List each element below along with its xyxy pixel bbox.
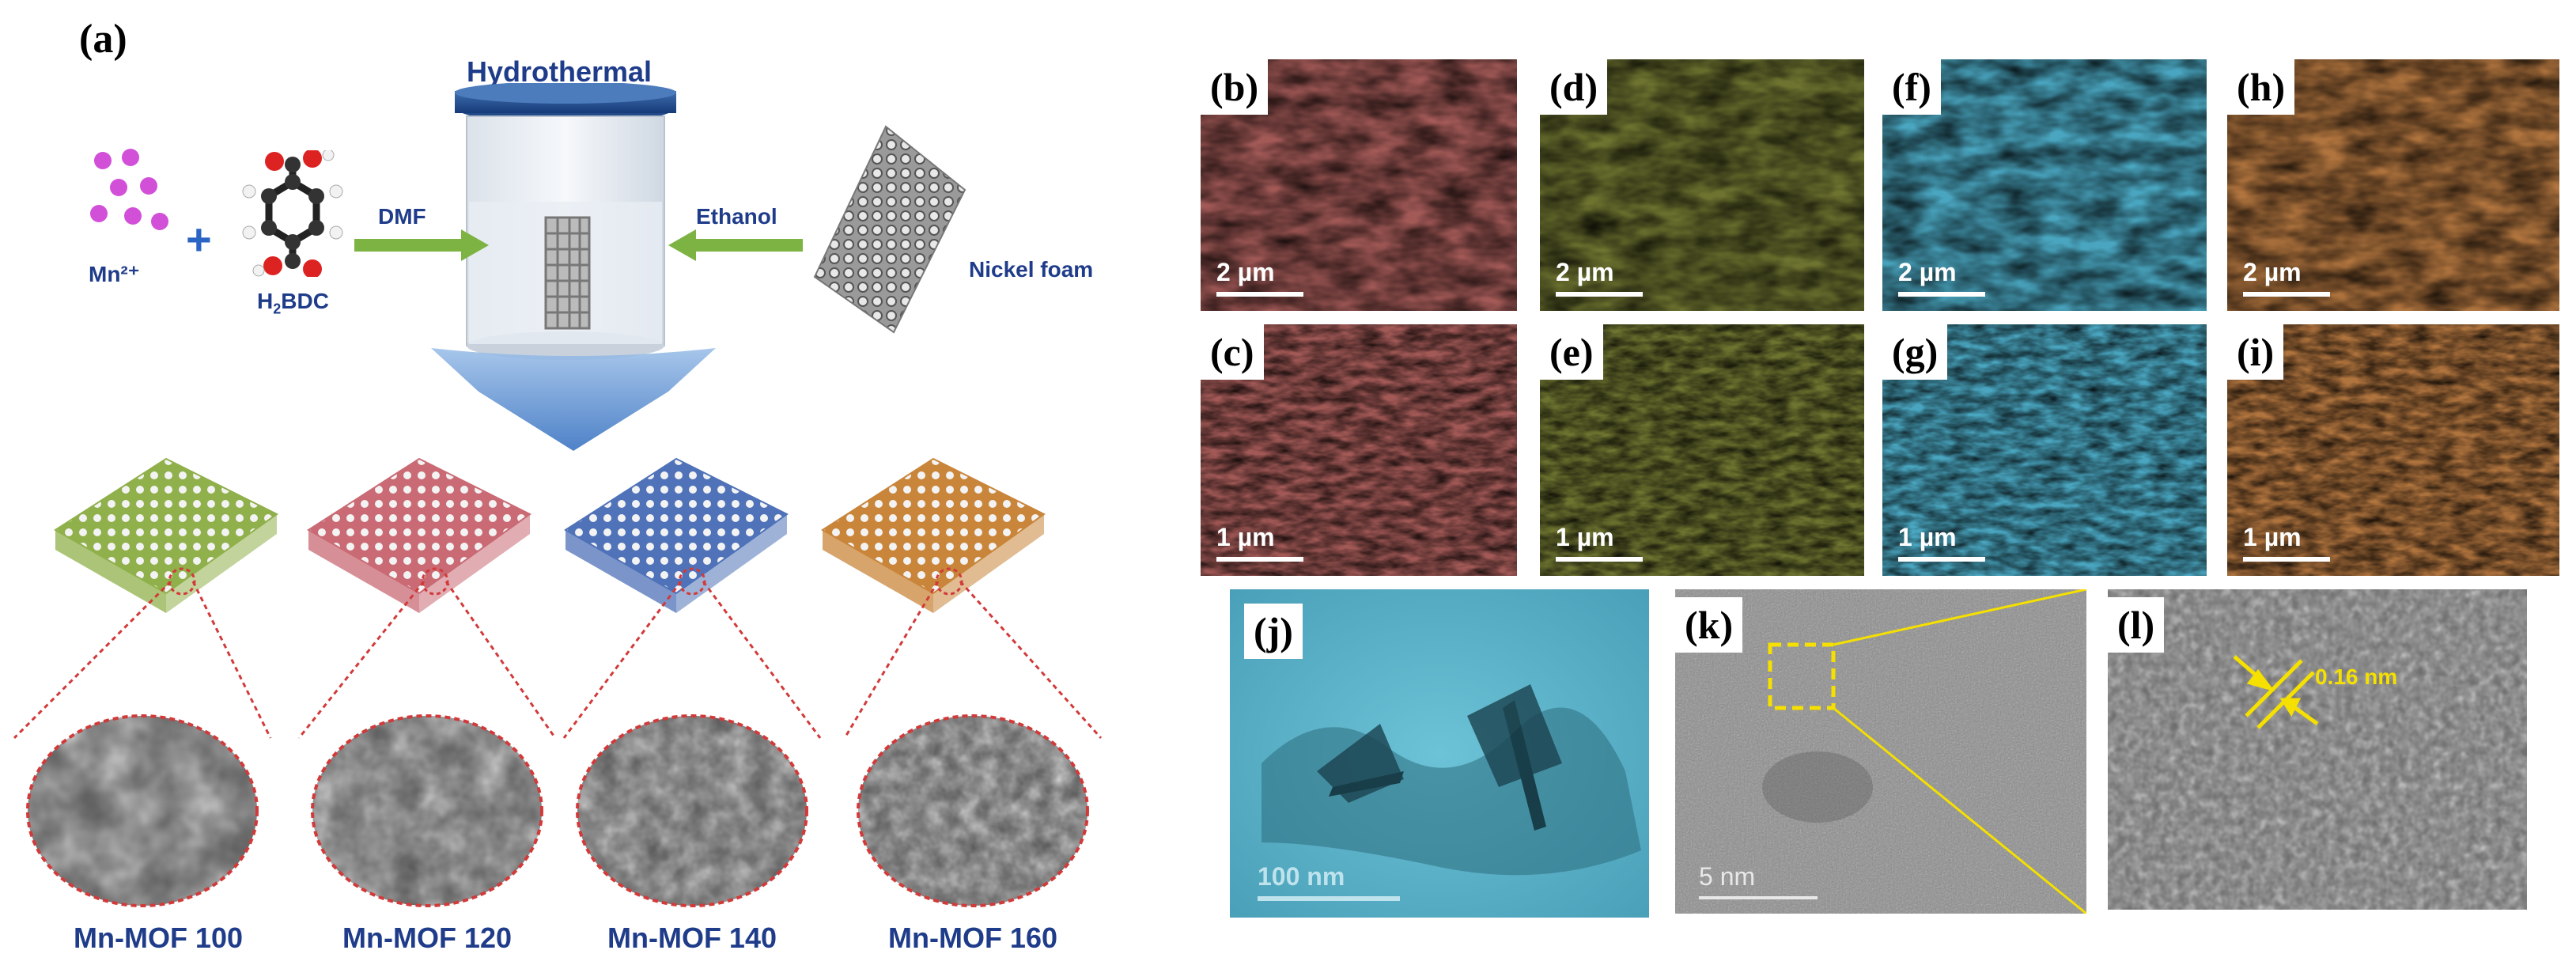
plus-sign: + <box>186 214 212 264</box>
sem-scale: 2 µm <box>2243 258 2330 297</box>
sem-scale-text: 2 µm <box>1898 258 1957 286</box>
h2bdc-subscript: 2 <box>273 301 282 317</box>
product-caption: Mn-MOF 100 <box>73 922 243 954</box>
product-sem-inset <box>311 714 543 907</box>
zoom-guide-lines <box>13 581 272 740</box>
sem-image <box>1540 59 1864 311</box>
sem-scale-text: 2 µm <box>2243 258 2302 286</box>
sem-panel-label: (h) <box>2227 59 2295 115</box>
ethanol-arrow-icon <box>668 229 803 261</box>
process-down-arrow-icon <box>431 348 716 451</box>
sem-scale-text: 1 µm <box>2243 523 2302 551</box>
sem-panel: (h) 2 µm <box>2227 59 2559 311</box>
lattice-spacing-label: 0.16 nm <box>2315 664 2398 689</box>
tem-l-label: (l) <box>2108 597 2165 653</box>
tem-j-scale-bar <box>1258 896 1400 901</box>
sem-scale-text: 1 µm <box>1216 523 1275 551</box>
sem-panel-label: (c) <box>1201 324 1264 380</box>
product-caption: Mn-MOF 140 <box>607 922 777 954</box>
sem-panel: (d) 2 µm <box>1540 59 1864 311</box>
tem-j-scale-text: 100 nm <box>1258 862 1345 891</box>
sem-scale-bar <box>1556 557 1643 562</box>
mn-ion-label: Mn²⁺ <box>89 262 140 286</box>
product-sem-inset <box>26 714 259 907</box>
sem-panel: (f) 2 µm <box>1882 59 2207 311</box>
sem-scale-text: 2 µm <box>1216 258 1275 286</box>
dmf-label: DMF <box>378 204 426 229</box>
sem-scale-text: 2 µm <box>1556 258 1614 286</box>
sem-panel: (b) 2 µm <box>1201 59 1517 311</box>
tem-panel-l: (l) 0.16 nm <box>2108 589 2527 910</box>
sem-panel: (i) 1 µm <box>2227 324 2559 576</box>
zoom-guide-lines <box>297 581 557 739</box>
product-caption: Mn-MOF 160 <box>887 922 1057 954</box>
sem-scale: 2 µm <box>1556 258 1643 297</box>
sem-scale: 2 µm <box>1216 258 1303 297</box>
product-foam-icon <box>564 457 789 613</box>
product-foam-icon <box>821 457 1046 613</box>
zoom-guide-lines <box>562 581 822 739</box>
nickel-foam-icon <box>813 125 966 334</box>
sem-image <box>1540 324 1864 576</box>
sem-scale: 1 µm <box>1556 523 1643 562</box>
sem-scale-bar <box>2243 292 2330 297</box>
sem-panel: (g) 1 µm <box>1882 324 2207 576</box>
tem-k-label: (k) <box>1675 597 1743 653</box>
dmf-arrow-icon <box>354 229 489 261</box>
sem-scale: 1 µm <box>1898 523 1985 562</box>
sem-scale: 1 µm <box>2243 523 2330 562</box>
h2bdc-molecule-icon <box>242 150 343 277</box>
sem-scale-bar <box>2243 557 2330 562</box>
tem-k-scale: 5 nm <box>1699 862 1818 899</box>
sem-panel-label: (f) <box>1882 59 1941 115</box>
tem-j-label: (j) <box>1244 604 1303 659</box>
mn-ion-cluster <box>90 149 168 230</box>
tem-k-image <box>1675 589 2086 914</box>
panel-a-label: (a) <box>79 17 127 62</box>
sem-scale-bar <box>1898 292 1985 297</box>
reactor-vessel <box>455 83 676 360</box>
sem-panel-label: (b) <box>1201 59 1269 115</box>
product-caption: Mn-MOF 120 <box>342 922 512 954</box>
sem-panel: (c) 1 µm <box>1201 324 1517 576</box>
tem-l-image <box>2108 589 2527 910</box>
tem-k-scale-text: 5 nm <box>1699 862 1756 891</box>
sem-scale-text: 1 µm <box>1898 523 1957 551</box>
tem-panel-j: (j) 100 nm <box>1230 589 1649 918</box>
panel-a: (a) Hydrothermal Mn² <box>0 0 1123 969</box>
sem-panel-label: (e) <box>1540 324 1603 380</box>
sem-panel-label: (i) <box>2227 324 2284 380</box>
h2bdc-prefix: H <box>257 289 274 313</box>
zoom-guide-lines <box>843 581 1103 740</box>
sem-scale-bar <box>1216 557 1303 562</box>
nickel-foam-label: Nickel foam <box>969 257 1094 282</box>
product-foam-icon <box>54 457 278 613</box>
sem-scale-text: 1 µm <box>1556 523 1614 551</box>
h2bdc-suffix: BDC <box>281 289 329 313</box>
sem-scale-bar <box>1556 292 1643 297</box>
tem-j-scale: 100 nm <box>1258 862 1400 901</box>
h2bdc-label: H2BDC <box>257 289 329 318</box>
sem-image <box>2227 59 2559 311</box>
product-sem-inset <box>576 714 808 907</box>
product-sem-inset <box>857 714 1089 907</box>
sem-panel-label: (g) <box>1882 324 1948 380</box>
sem-scale: 1 µm <box>1216 523 1303 562</box>
sem-scale: 2 µm <box>1898 258 1985 297</box>
sem-panel: (e) 1 µm <box>1540 324 1864 576</box>
sem-scale-bar <box>1898 557 1985 562</box>
sem-panel-label: (d) <box>1540 59 1608 115</box>
tem-k-scale-bar <box>1699 896 1818 899</box>
ethanol-label: Ethanol <box>696 204 777 229</box>
sem-scale-bar <box>1216 292 1303 297</box>
product-foam-icon <box>307 457 531 613</box>
tem-panel-k: (k) 5 nm <box>1675 589 2086 914</box>
